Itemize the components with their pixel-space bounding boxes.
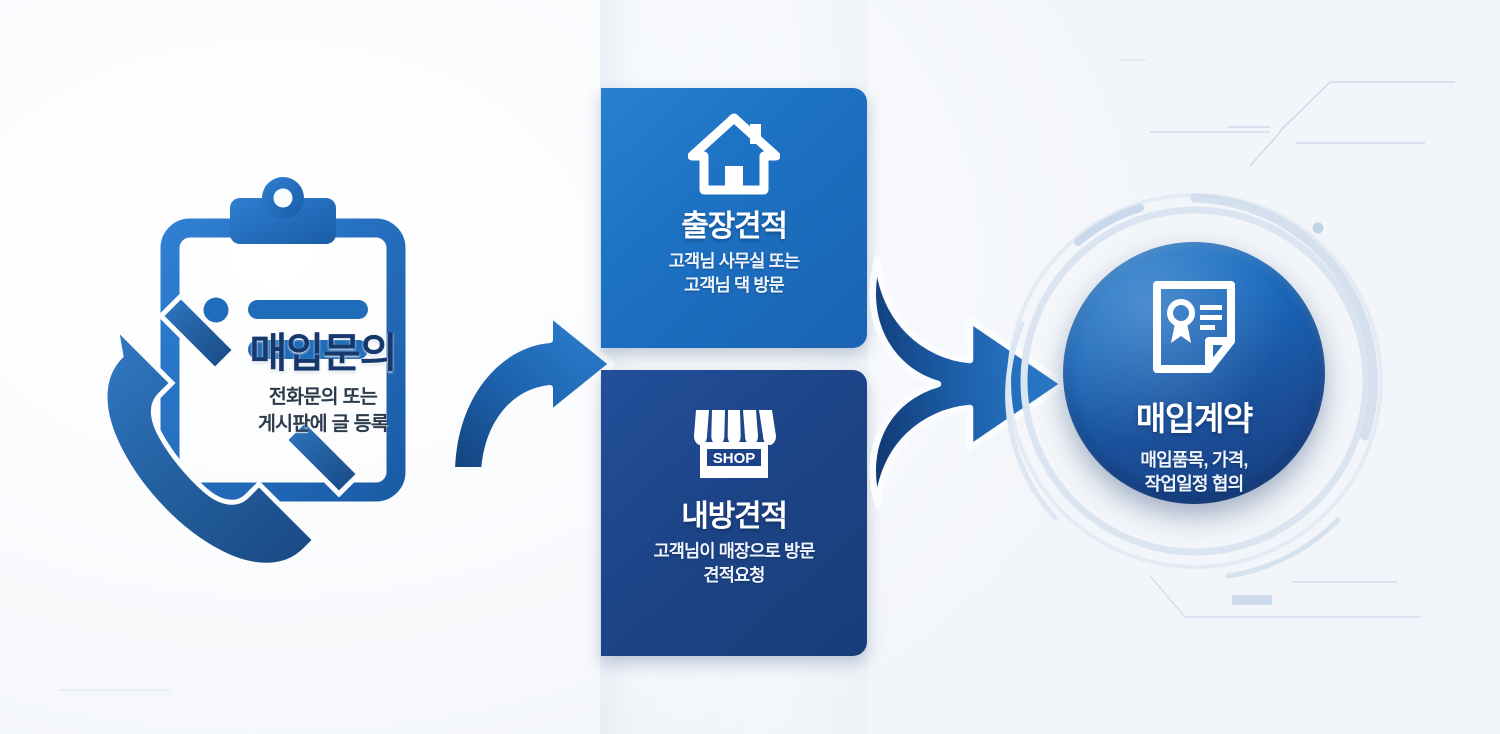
step-2-card-onsite-estimate[interactable]: 출장견적 고객님 사무실 또는 고객님 댁 방문 — [601, 88, 867, 348]
step-1-subtitle-line-2: 게시판에 글 등록 — [257, 412, 389, 435]
telephone-handset-icon — [102, 292, 363, 568]
certificate-document-icon — [1151, 242, 1237, 379]
step-2-card-1-title: 출장견적 — [681, 210, 788, 243]
step-2-card-2-subtitle-line-1: 고객님이 매장으로 방문 — [653, 541, 815, 561]
step-2-card-1-subtitle: 고객님 사무실 또는 고객님 댁 방문 — [601, 250, 867, 298]
storefront-shop-icon: SHOP — [601, 370, 867, 484]
step-3-circle[interactable]: 매입계약 매입품목, 가격, 작업일정 협의 — [1063, 242, 1325, 504]
clipboard-and-phone-icons — [102, 177, 406, 568]
step-3-title: 매입계약 — [1135, 400, 1254, 437]
arrow-step2-to-step3 — [869, 254, 1068, 510]
step-1-subtitle-line-1: 전화문의 또는 — [268, 386, 378, 409]
step-2-card-2-subtitle: 고객님이 매장으로 방문 견적요청 — [601, 540, 867, 588]
arrow-step1-to-step2 — [449, 311, 615, 473]
step-3-subtitle-line-2: 작업일정 협의 — [1144, 474, 1245, 495]
step-1-title: 매입문의 — [249, 330, 398, 376]
step-2-card-1-subtitle-line-2: 고객님 댁 방문 — [684, 274, 785, 295]
shop-icon-label: SHOP — [713, 450, 756, 467]
step-3-subtitle: 매입품목, 가격, 작업일정 협의 — [1140, 448, 1248, 497]
decorative-rings — [1005, 193, 1383, 579]
step-1-subtitle: 전화문의 또는 게시판에 글 등록 — [198, 384, 448, 438]
house-icon — [601, 88, 867, 196]
step-2-card-2-subtitle-line-2: 견적요청 — [703, 564, 765, 585]
step-3-contract: 매입계약 매입품목, 가격, 작업일정 협의 — [1005, 193, 1383, 579]
step-2-card-2-title: 내방견적 — [681, 500, 788, 533]
step-2-card-1-subtitle-line-1: 고객님 사무실 또는 — [668, 251, 800, 271]
step-1-inquiry: 매입문의 전화문의 또는 게시판에 글 등록 — [80, 150, 500, 570]
step-1-text-block: 매입문의 전화문의 또는 게시판에 글 등록 — [198, 330, 448, 438]
step-2-card-visit-estimate[interactable]: SHOP 내방견적 고객님이 매장으로 방문 견적요청 — [601, 370, 867, 656]
step-3-subtitle-line-1: 매입품목, 가격, — [1140, 450, 1248, 470]
